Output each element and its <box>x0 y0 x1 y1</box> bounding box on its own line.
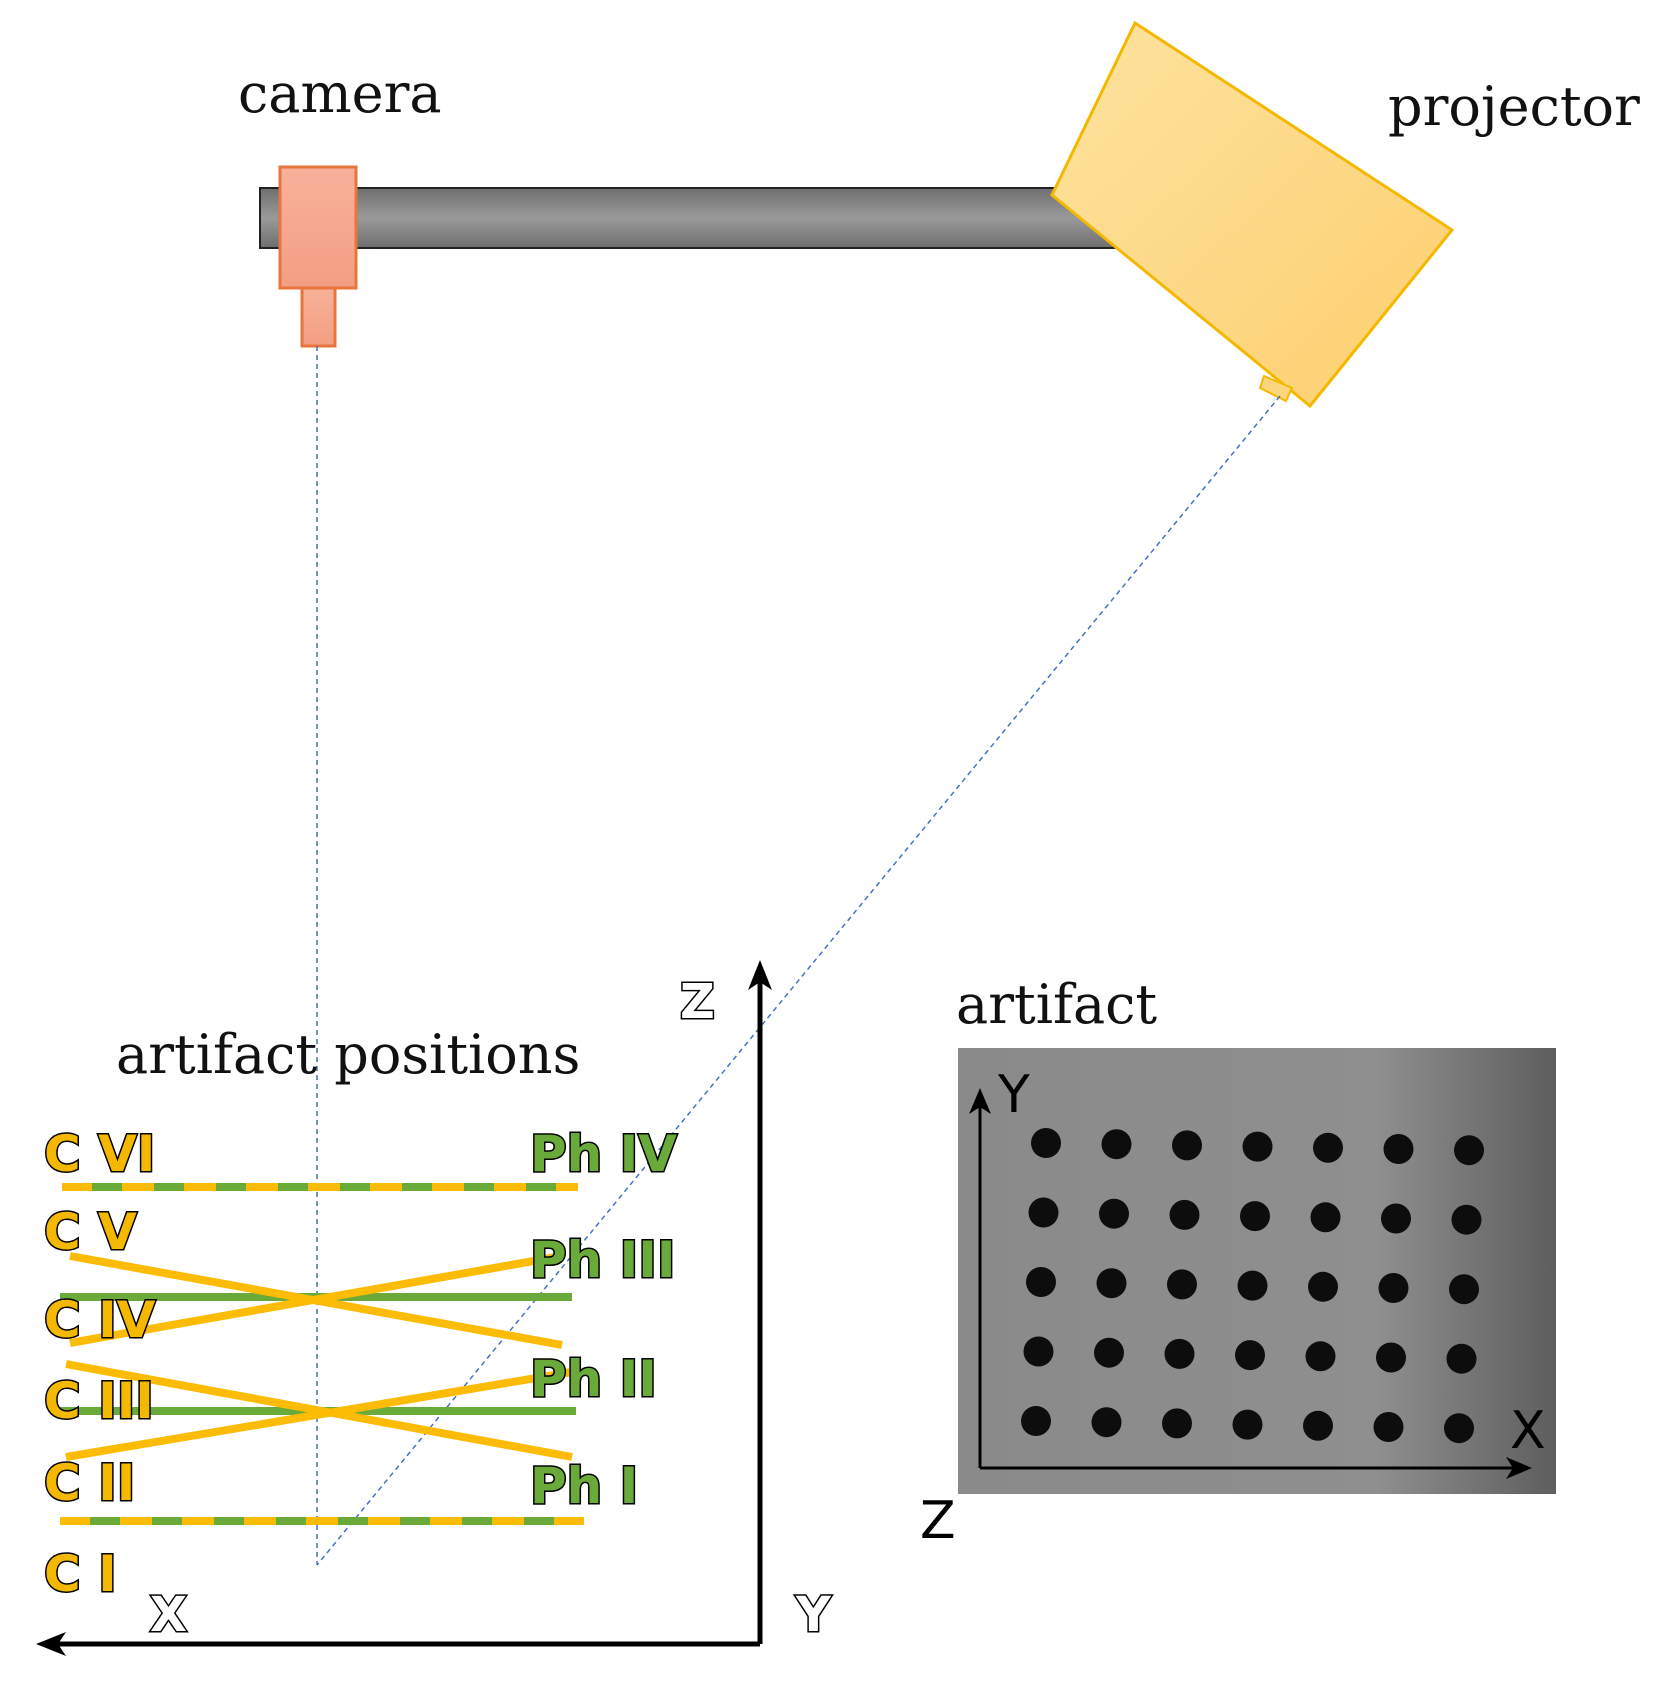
artifact-label: artifact <box>956 973 1157 1036</box>
artifact-axes <box>969 1088 1532 1479</box>
camera-icon <box>278 165 358 348</box>
artifact-dot <box>1454 1135 1484 1166</box>
artifact-dot <box>1023 1336 1054 1367</box>
projector-icon <box>1050 20 1455 409</box>
artifact-positions-label: artifact positions <box>116 1023 580 1086</box>
artifact-dot <box>1094 1337 1124 1368</box>
artifact-dot <box>1237 1270 1268 1301</box>
photo-position-label: Ph I <box>530 1457 638 1515</box>
artifact-dot <box>1232 1409 1263 1440</box>
main-axis-y-label: Y <box>795 1587 832 1643</box>
artifact-dot <box>1376 1342 1406 1373</box>
camera-position-label: C VI <box>44 1125 155 1183</box>
photo-position-label: Ph IV <box>530 1125 677 1183</box>
camera-position-label: C II <box>44 1454 135 1512</box>
artifact-dot <box>1449 1274 1479 1305</box>
artifact-dot <box>1028 1197 1059 1228</box>
artifact-dot <box>1101 1129 1132 1160</box>
projector-label: projector <box>1388 75 1640 138</box>
artifact-dot <box>1383 1134 1414 1164</box>
photo-position-label: Ph III <box>530 1231 675 1289</box>
artifact-dot <box>1381 1203 1411 1234</box>
camera-position-label: C III <box>44 1372 154 1430</box>
artifact-dot-grid <box>1021 1128 1484 1444</box>
artifact-dot <box>1021 1406 1051 1436</box>
artifact-dot <box>1164 1338 1195 1369</box>
artifact-dot <box>1031 1128 1061 1158</box>
artifact-dot <box>1308 1271 1338 1302</box>
artifact-dot <box>1444 1413 1474 1444</box>
position-lines <box>60 1183 584 1525</box>
projector-ray <box>316 395 1281 1566</box>
artifact-dot <box>1313 1132 1343 1163</box>
main-axis-z-label: Z <box>680 974 715 1030</box>
artifact-dot <box>1169 1199 1200 1230</box>
mounting-rail <box>259 187 1123 249</box>
artifact-dot <box>1305 1341 1336 1372</box>
artifact-dot <box>1242 1131 1273 1162</box>
artifact-dot <box>1162 1408 1192 1439</box>
main-axes <box>36 960 772 1656</box>
artifact-dot <box>1373 1412 1404 1442</box>
artifact-dot <box>1310 1202 1341 1233</box>
main-axis-x-label: X <box>150 1587 187 1643</box>
artifact-axis-x-label: X <box>1510 1401 1546 1461</box>
artifact-dot <box>1091 1407 1122 1438</box>
camera-label: camera <box>238 62 442 125</box>
artifact-axis-z-label: Z <box>920 1491 956 1551</box>
artifact-axis-y-label: Y <box>997 1065 1030 1125</box>
artifact-dot <box>1303 1410 1333 1441</box>
artifact-dot <box>1172 1130 1202 1161</box>
artifact-dot <box>1446 1343 1477 1374</box>
artifact-dot <box>1026 1267 1056 1297</box>
camera-position-label: C V <box>44 1203 137 1261</box>
artifact-dot <box>1378 1273 1409 1303</box>
artifact-dot <box>1451 1204 1482 1235</box>
artifact-dot <box>1099 1198 1129 1229</box>
camera-position-label: C IV <box>44 1291 156 1349</box>
artifact-dot <box>1240 1201 1270 1232</box>
photo-position-label: Ph II <box>530 1350 657 1408</box>
camera-position-label: C I <box>44 1545 117 1603</box>
artifact-dot <box>1235 1340 1265 1371</box>
artifact-dot <box>1167 1269 1197 1300</box>
artifact-dot <box>1096 1268 1127 1299</box>
